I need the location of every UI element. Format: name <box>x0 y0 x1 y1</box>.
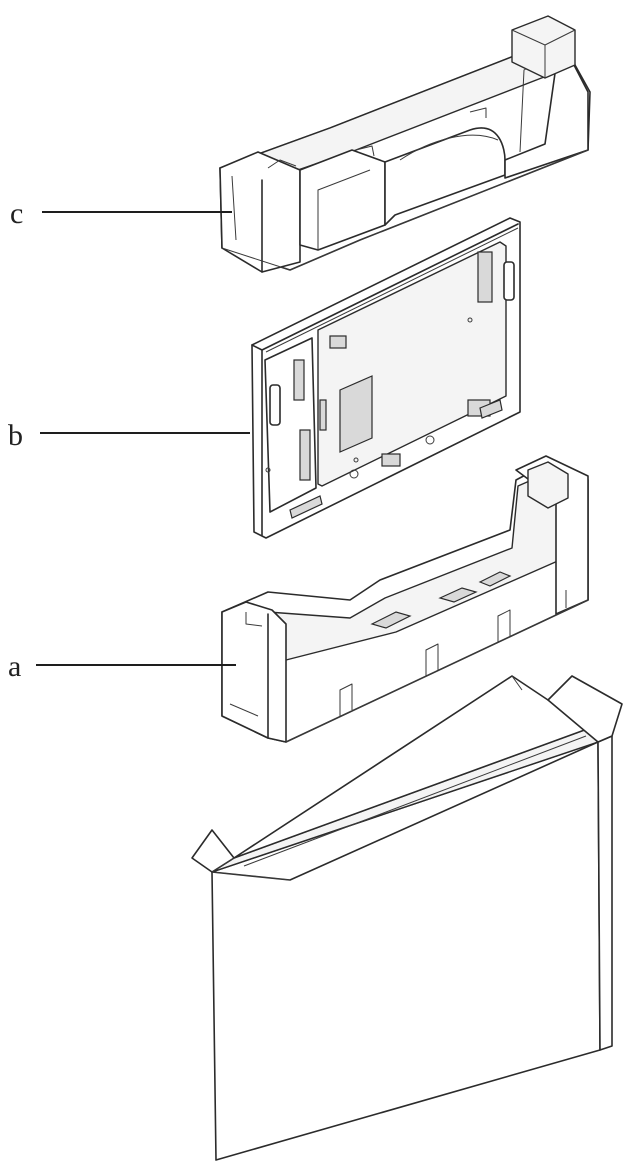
carton-box <box>191 675 623 1161</box>
callout-label-c: c <box>10 197 23 230</box>
callout-label-a: a <box>8 650 21 683</box>
bottom-foam-cushion <box>221 455 589 743</box>
callout-label-b: b <box>8 419 23 452</box>
display-panel-rear <box>251 217 521 539</box>
top-foam-cushion <box>219 15 591 273</box>
